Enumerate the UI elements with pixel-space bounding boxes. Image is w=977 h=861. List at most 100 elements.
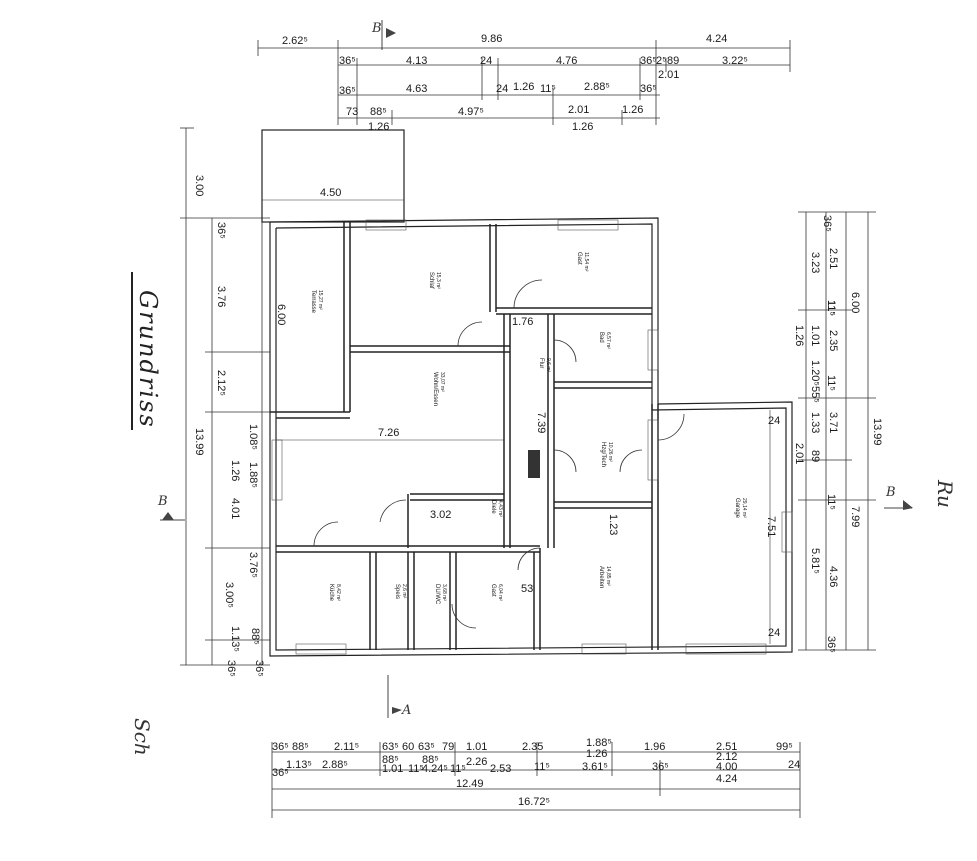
- svg-text:89: 89: [809, 450, 821, 462]
- left-dimension-lines: [180, 127, 270, 666]
- svg-text:6,57 m²: 6,57 m²: [605, 332, 611, 349]
- left-dim-inner-h: 36⁵: [225, 660, 237, 677]
- top-dim-row2-i: 2.01: [658, 69, 679, 81]
- left-dim-inner-i: 36⁵: [253, 660, 265, 677]
- right-dim-mid-d: 11⁵: [825, 300, 837, 316]
- left-dim-inner-f: 1.13⁵: [229, 626, 241, 652]
- left-dim-2-12: 2.12⁵: [215, 370, 227, 396]
- top-dim-row2-e: 36⁵: [640, 55, 657, 67]
- bottom-dim-row1-1: 88⁵: [292, 741, 309, 753]
- bottom-dim-row2-15: 4.00: [716, 761, 737, 773]
- svg-text:2.12⁵: 2.12⁵: [215, 370, 227, 396]
- bottom-dim-row1-11: 1.96: [644, 741, 665, 753]
- top-dim-row2-d: 4.76: [556, 55, 577, 67]
- bottom-dim-row4-0: 16.72⁵: [518, 796, 550, 808]
- svg-text:2.01: 2.01: [793, 443, 805, 464]
- svg-text:36⁵: 36⁵: [225, 660, 237, 677]
- top-dim-row2-h: 3.22⁵: [722, 55, 748, 67]
- svg-text:Garage: Garage: [734, 498, 740, 519]
- top-dim-row4-d: 2.01: [568, 104, 589, 116]
- bottom-dim-row1-8: 2.35: [522, 741, 543, 753]
- bottom-dim-row2-4: 1.01: [382, 763, 403, 775]
- room-bad: Bad 6,57 m²: [598, 332, 611, 349]
- room-speis: Speis 2,6 m²: [394, 584, 407, 599]
- room-schlaf: Schlaf 15,3 m²: [428, 272, 441, 289]
- svg-text:3.76⁵: 3.76⁵: [247, 552, 259, 578]
- bottom-dim-row1-7: 1.01: [466, 741, 487, 753]
- room-terrasse: Terrasse 15,27 m²: [310, 290, 323, 314]
- section-mark-left: B: [157, 494, 185, 521]
- room-gast-top: Gast 11,54 m²: [576, 252, 589, 272]
- svg-text:4.36: 4.36: [827, 566, 839, 587]
- svg-text:13.99: 13.99: [193, 428, 205, 456]
- top-dim-row3-b: 4.63: [406, 83, 427, 95]
- svg-text:Ru: Ru: [933, 479, 957, 508]
- svg-text:11⁵: 11⁵: [825, 300, 837, 316]
- top-dim-row4-b: 88⁵: [370, 106, 387, 118]
- top-dim-row3-a: 36⁵: [339, 85, 356, 97]
- right-dim-inner-g: 55⁵: [809, 386, 821, 403]
- bottom-dim-row2-9: 2.26: [466, 756, 487, 768]
- svg-text:Hzg/Tech: Hzg/Tech: [600, 442, 606, 467]
- svg-text:1.88⁵: 1.88⁵: [247, 462, 259, 488]
- svg-text:36⁵: 36⁵: [825, 636, 837, 653]
- svg-text:Speis: Speis: [394, 584, 400, 599]
- svg-text:3,68 m²: 3,68 m²: [441, 584, 447, 601]
- svg-text:8,42 m²: 8,42 m²: [335, 584, 341, 601]
- door-swings: [313, 279, 685, 629]
- svg-text:9,6 m²: 9,6 m²: [545, 358, 551, 373]
- svg-text:Gast: Gast: [576, 252, 582, 265]
- room-gast-small: Gast 6,04 m²: [490, 584, 503, 601]
- left-dim-4-01: 4.01: [229, 498, 241, 519]
- right-dim-mid-c: 2.35: [827, 330, 839, 351]
- svg-text:1.20⁵: 1.20⁵: [809, 360, 821, 386]
- left-dim-3-00-5: 3.00⁵: [223, 582, 235, 608]
- top-dim-row1-c: 4.24: [706, 33, 727, 45]
- svg-text:2,6 m²: 2,6 m²: [401, 584, 407, 599]
- svg-text:1.13⁵: 1.13⁵: [229, 626, 241, 652]
- top-dim-row2-b: 4.13: [406, 55, 427, 67]
- exterior-walls: [261, 129, 793, 657]
- left-dim-inner-g: 88⁵: [249, 628, 261, 645]
- bottom-dim-row2-10: 2.53: [490, 763, 511, 775]
- right-dim-inner-i: 2.01: [793, 443, 805, 464]
- right-dim-inner-j: 11⁵: [825, 494, 837, 510]
- svg-text:1.01: 1.01: [809, 325, 821, 346]
- right-dim-inner-k: 5.81⁵: [809, 548, 821, 574]
- top-dim-row4-e: 1.26: [622, 104, 643, 116]
- right-dim-inner-h: 89: [809, 450, 821, 462]
- room-diele: Diele 4,43 m²: [490, 500, 503, 517]
- top-dim-row3-g: 36⁵: [640, 83, 657, 95]
- svg-text:Gast: Gast: [490, 584, 496, 597]
- interior-walls: [270, 222, 659, 650]
- bottom-dim-row2-6: 88⁵: [422, 754, 439, 766]
- svg-text:4.01: 4.01: [229, 498, 241, 519]
- svg-text:55⁵: 55⁵: [809, 386, 821, 403]
- svg-text:36⁵: 36⁵: [215, 222, 227, 239]
- bottom-dim-row2-7: 4.24⁵: [422, 763, 448, 775]
- bottom-dim-row2-14: 2.12: [716, 751, 737, 763]
- left-dim-13-99: 13.99: [193, 428, 205, 456]
- svg-text:33,07 m²: 33,07 m²: [439, 372, 445, 392]
- svg-text:1.26: 1.26: [793, 325, 805, 346]
- dim-flur-width: 1.76: [512, 316, 533, 328]
- bottom-dim-row2-0: 36⁵: [272, 767, 289, 779]
- bottom-dim-row1-6: 79: [442, 741, 454, 753]
- svg-text:11⁵: 11⁵: [825, 375, 837, 391]
- svg-text:3.00: 3.00: [193, 175, 205, 196]
- bottom-dim-row2-12: 3.61⁵: [582, 761, 608, 773]
- svg-text:15,27 m²: 15,27 m²: [317, 290, 323, 310]
- dim-garage-w2: 24: [768, 627, 780, 639]
- section-mark-top: B: [371, 20, 396, 50]
- top-dimension-lines: [257, 40, 791, 125]
- top-dim-row2-f: 2⁵: [656, 55, 667, 67]
- svg-text:3.71: 3.71: [827, 412, 839, 433]
- room-hauswirt: Hzg/Tech 10,26 m²: [600, 442, 613, 467]
- svg-text:Sch: Sch: [130, 718, 154, 756]
- bottom-dim-row2-11: 11⁵: [534, 761, 550, 773]
- bottom-dim-row1-10: 1.26: [586, 748, 607, 760]
- bottom-dim-row1-4: 60: [402, 741, 414, 753]
- svg-text:2.35: 2.35: [827, 330, 839, 351]
- right-dim-inner-e: 11⁵: [825, 300, 837, 316]
